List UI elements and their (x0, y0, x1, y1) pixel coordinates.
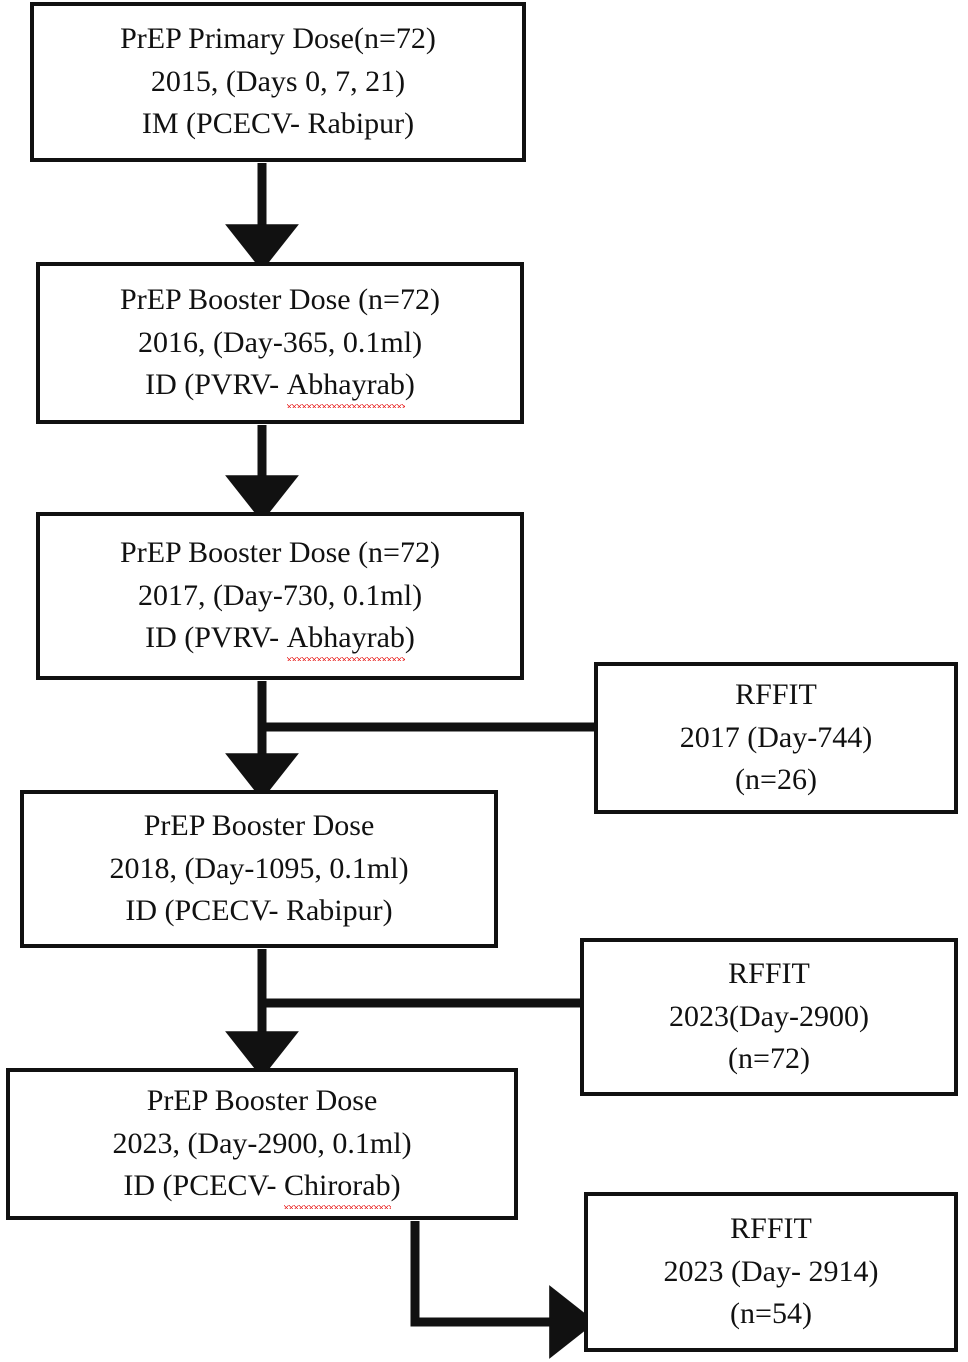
node-line-2: 2023 (Day- 2914) (663, 1254, 879, 1288)
node-rffit-2023-day2914[interactable]: RFFIT 2023 (Day- 2914) (n=54) (584, 1192, 958, 1352)
node-rffit-2023-day2900[interactable]: RFFIT 2023(Day-2900) (n=72) (580, 938, 958, 1096)
node-line-3-suffix: ) (404, 621, 415, 655)
node-line-1: PrEP Booster Dose (143, 809, 375, 843)
node-line-3: ID (PVRV- Abhayrab) (145, 364, 415, 408)
node-line-3: (n=54) (730, 1297, 812, 1331)
node-line-3: ID (PCECV- Chirorab) (123, 1165, 401, 1209)
node-prep-booster-dose-2017[interactable]: PrEP Booster Dose (n=72) 2017, (Day-730,… (36, 512, 524, 680)
node-line-1: RFFIT (730, 1212, 812, 1246)
node-line-3: ID (PVRV- Abhayrab) (145, 617, 415, 661)
node-line-3: IM (PCECV- Rabipur) (141, 107, 415, 141)
node-line-2: 2016, (Day-365, 0.1ml) (137, 325, 423, 359)
node-line-3-suffix: ) (404, 368, 415, 402)
node-line-3: ID (PCECV- Rabipur) (125, 894, 393, 928)
node-line-2: 2023(Day-2900) (669, 999, 869, 1033)
node-prep-primary-dose-2015[interactable]: PrEP Primary Dose(n=72) 2015, (Days 0, 7… (30, 2, 526, 162)
node-line-3: (n=72) (728, 1042, 810, 1076)
node-line-1: PrEP Booster Dose (n=72) (120, 536, 440, 570)
node-rffit-2017[interactable]: RFFIT 2017 (Day-744) (n=26) (594, 662, 958, 814)
node-line-2: 2015, (Days 0, 7, 21) (150, 64, 406, 98)
node-line-2: 2023, (Day-2900, 0.1ml) (112, 1126, 412, 1160)
node-line-3-prefix: ID (PVRV- (145, 368, 287, 402)
node-line-1: PrEP Primary Dose(n=72) (120, 22, 436, 56)
misspelled-word: Abhayrab (286, 364, 406, 408)
misspelled-word: Chirorab (283, 1165, 391, 1209)
node-line-1: RFFIT (728, 957, 810, 991)
node-line-1: PrEP Booster Dose (n=72) (120, 283, 440, 317)
node-line-3-prefix: ID (PVRV- (145, 621, 287, 655)
node-line-3-prefix: ID (PCECV- (123, 1169, 284, 1203)
node-line-2: 2017 (Day-744) (679, 720, 873, 754)
connector-booster2023-to-rffit2023b (410, 1221, 596, 1359)
node-line-2: 2018, (Day-1095, 0.1ml) (109, 851, 409, 885)
node-line-3: (n=26) (735, 763, 817, 797)
node-line-1: RFFIT (735, 678, 817, 712)
misspelled-word: Abhayrab (286, 617, 406, 661)
node-prep-booster-dose-2023[interactable]: PrEP Booster Dose 2023, (Day-2900, 0.1ml… (6, 1068, 518, 1220)
node-line-1: PrEP Booster Dose (146, 1084, 378, 1118)
node-line-2: 2017, (Day-730, 0.1ml) (137, 578, 423, 612)
node-line-3-suffix: ) (390, 1169, 401, 1203)
node-prep-booster-dose-2016[interactable]: PrEP Booster Dose (n=72) 2016, (Day-365,… (36, 262, 524, 424)
node-prep-booster-dose-2018[interactable]: PrEP Booster Dose 2018, (Day-1095, 0.1ml… (20, 790, 498, 948)
